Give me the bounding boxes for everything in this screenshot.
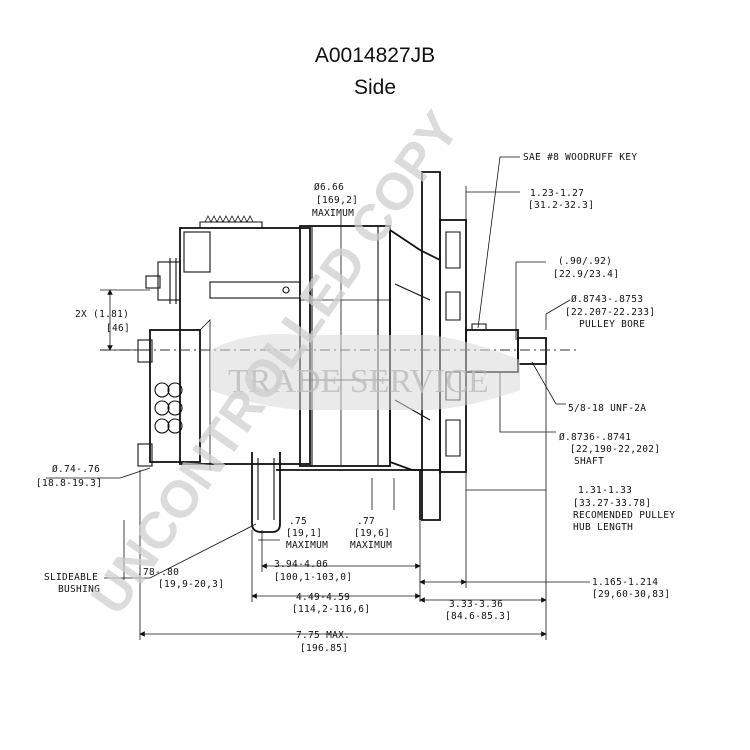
hub-length-note-1: RECOMENDED PULLEY: [573, 510, 675, 521]
outer-diameter-note: MAXIMUM: [312, 208, 354, 219]
shaft-diameter-mm: [22,190-22,202]: [570, 444, 660, 455]
hub-offset-mm: [22.9/23.4]: [553, 269, 619, 280]
dimension-labels: SAE #8 WOODRUFF KEY Ø6.66 [169,2] MAXIMU…: [36, 152, 675, 654]
ear-width-a-mm: [19,1]: [286, 528, 322, 539]
ear-width-a-inch: .75: [289, 516, 307, 527]
dim-333-mm: [84.6-85.3]: [445, 611, 511, 622]
shaft-thread-label: 5/8-18 UNF-2A: [568, 403, 646, 414]
pulley-bore-inch: Ø.8743-.8753: [571, 294, 643, 305]
outer-diameter-inch: Ø6.66: [314, 182, 344, 193]
key-position-mm: [31.2-32.3]: [528, 200, 594, 211]
view-label: Side: [353, 76, 397, 99]
ear-width-a-note: MAXIMUM: [286, 540, 328, 551]
dim-449-inch: 4.49-4.59: [296, 592, 350, 603]
watermark-logo: TRADE SERVICE: [228, 363, 489, 400]
hub-length-note-2: HUB LENGTH: [573, 522, 633, 533]
dim-1165-mm: [29,60-30,83]: [592, 589, 670, 600]
bushing-dim-inch: .78-.80: [137, 567, 179, 578]
part-number-title: A0014827JB: [314, 44, 436, 67]
overall-length-inch: 7.75 MAX.: [296, 630, 350, 641]
dim-449-mm: [114,2-116,6]: [292, 604, 370, 615]
dim-1165-inch: 1.165-1.214: [592, 577, 658, 588]
ear-width-b-mm: [19,6]: [354, 528, 390, 539]
mount-spacing-inch: 2X (1.81): [75, 309, 129, 320]
bushing-label-2: BUSHING: [58, 584, 100, 595]
shaft-diameter-inch: Ø.8736-.8741: [559, 432, 631, 443]
hub-length-inch: 1.31-1.33: [578, 485, 632, 496]
hole-diameter-inch: Ø.74-.76: [52, 464, 100, 475]
mount-spacing-mm: [46]: [106, 323, 130, 334]
bushing-dim-mm: [19,9-20,3]: [158, 579, 224, 590]
outer-diameter-mm: [169,2]: [316, 195, 358, 206]
dim-394-inch: 3.94-4.06: [274, 559, 328, 570]
dim-394-mm: [100,1-103,0]: [274, 572, 352, 583]
woodruff-key-label: SAE #8 WOODRUFF KEY: [523, 152, 637, 163]
ear-width-b-inch: .77: [357, 516, 375, 527]
ear-width-b-note: MAXIMUM: [350, 540, 392, 551]
key-position-inch: 1.23-1.27: [530, 188, 584, 199]
dim-333-inch: 3.33-3.36: [449, 599, 503, 610]
pulley-bore-note: PULLEY BORE: [579, 319, 645, 330]
hole-diameter-mm: [18.8-19.3]: [36, 478, 102, 489]
hub-length-mm: [33.27-33.78]: [573, 498, 651, 509]
shaft-diameter-note: SHAFT: [574, 456, 604, 467]
pulley-bore-mm: [22.207-22.233]: [565, 307, 655, 318]
hub-offset-inch: (.90/.92): [558, 256, 612, 267]
bushing-label-1: SLIDEABLE: [44, 572, 98, 583]
overall-length-mm: [196.85]: [300, 643, 348, 654]
